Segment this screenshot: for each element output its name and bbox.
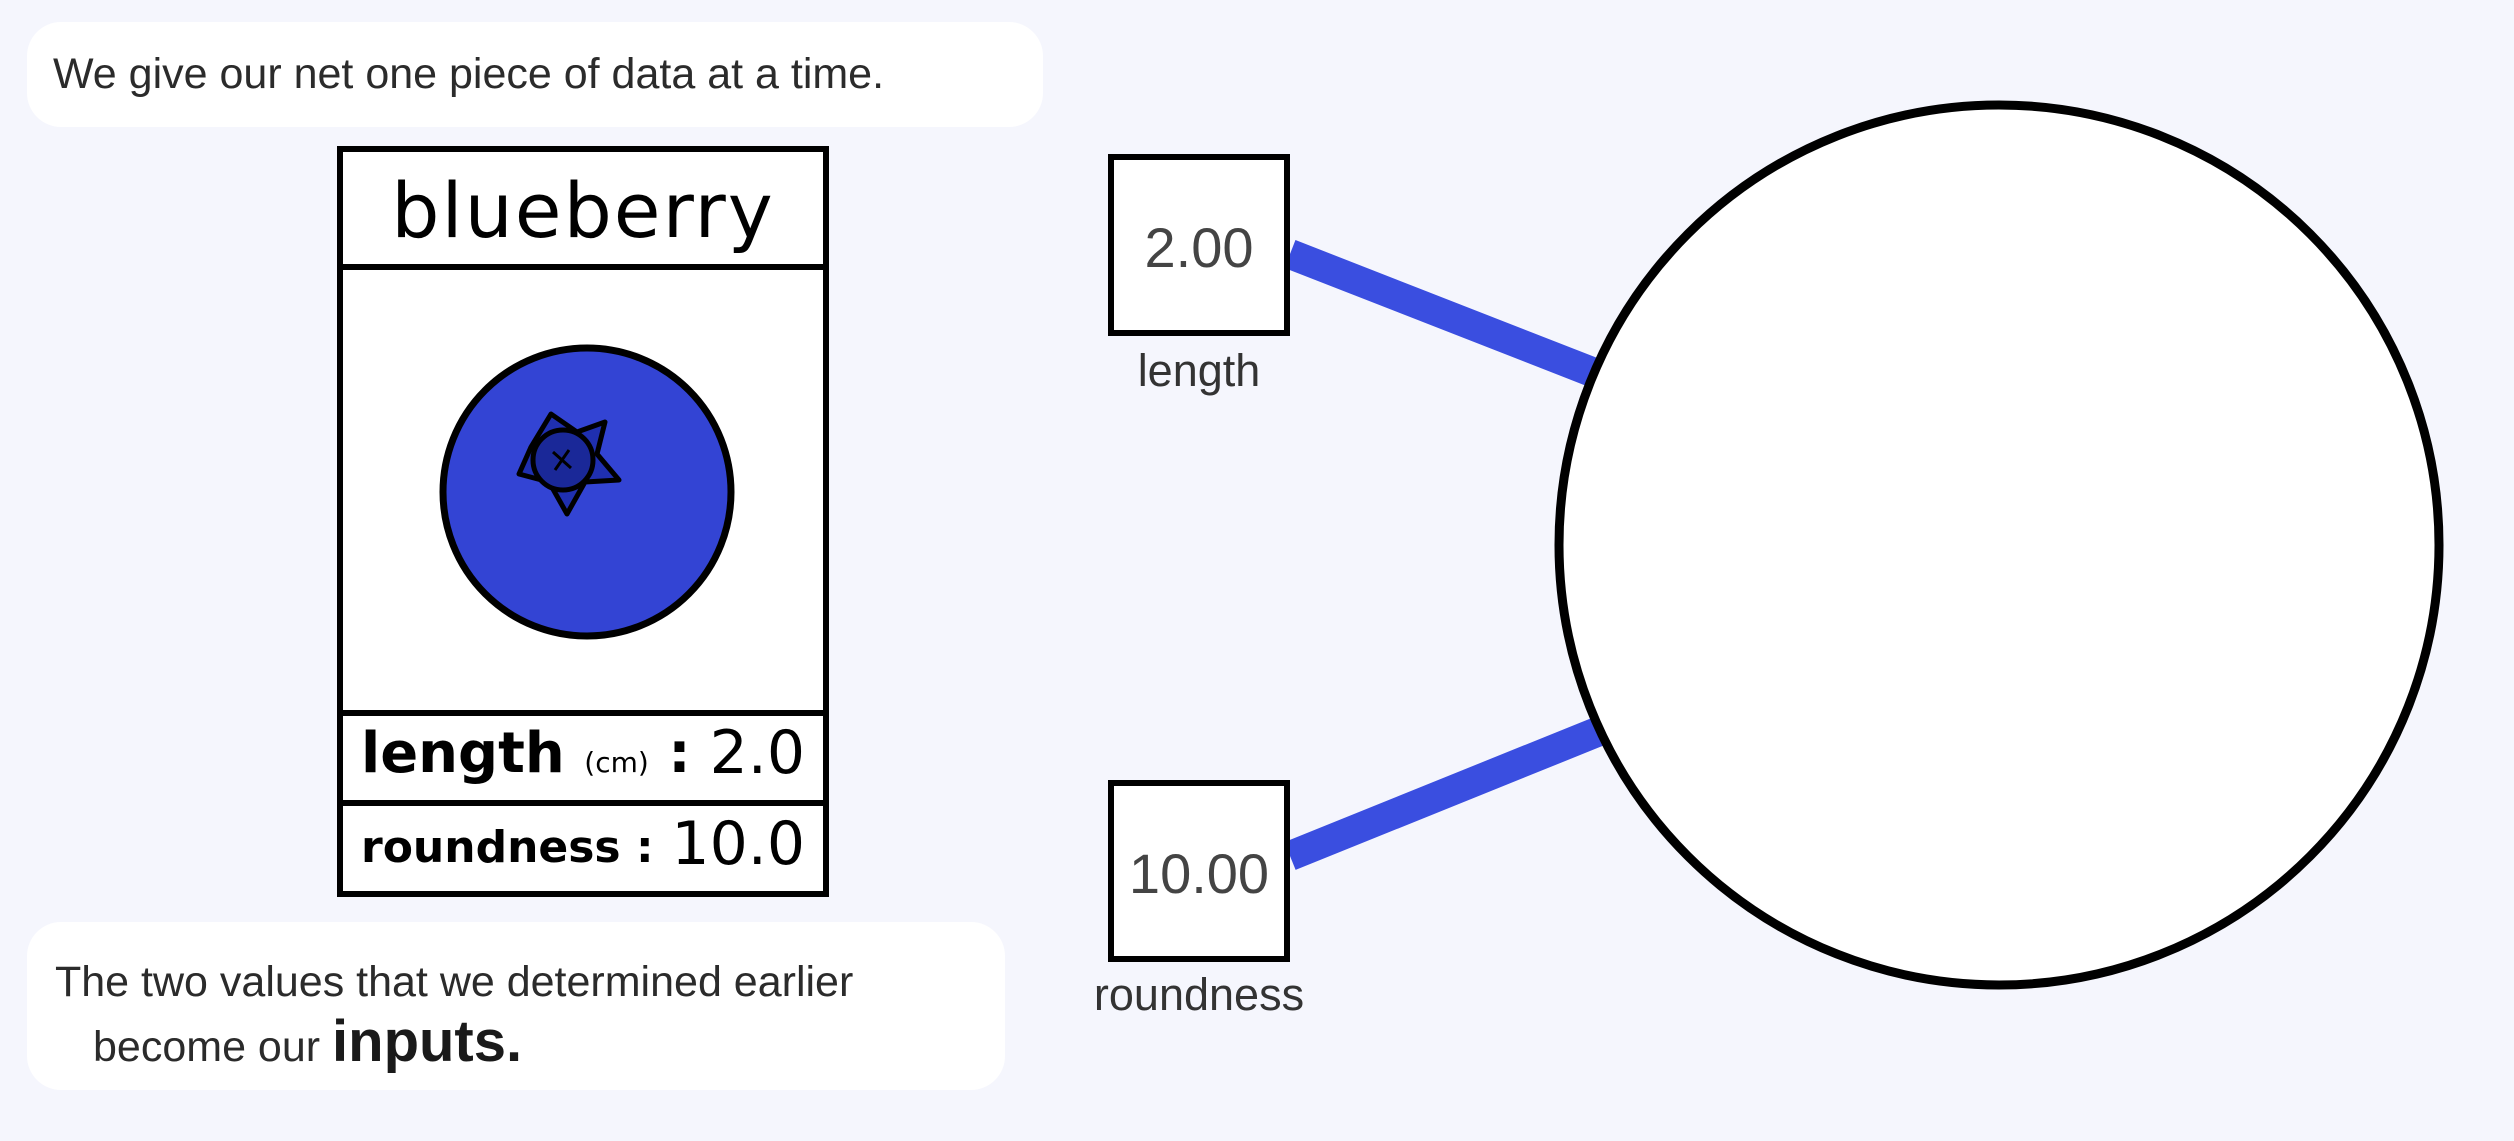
input-roundness-label: roundness xyxy=(1093,969,1305,1020)
input-length-box: 2.00 xyxy=(1108,154,1290,336)
blueberry-body xyxy=(439,344,735,640)
input-roundness-value: 10.00 xyxy=(1128,842,1270,905)
input-roundness-box: 10.00 xyxy=(1108,780,1290,962)
intro-text: We give our net one piece of data at a t… xyxy=(53,50,885,98)
card-length-row: length (cm) : 2.0 xyxy=(343,710,823,800)
blueberry-illustration xyxy=(439,344,735,640)
card-roundness-row: roundness : 10.0 xyxy=(343,800,823,891)
neuron-node xyxy=(1554,100,2444,990)
input-length-label: length xyxy=(1137,345,1261,396)
card-roundness-value: 10.0 xyxy=(671,809,805,879)
card-length-label: length xyxy=(361,721,565,786)
connection-roundness xyxy=(1284,716,1608,870)
card-length-value: 2.0 xyxy=(709,718,805,788)
card-roundness-label: roundness xyxy=(361,822,621,873)
fruit-card: blueberry length (cm) : 2.0 roundness : … xyxy=(337,146,829,897)
caption-line1: The two values that we determined earlie… xyxy=(55,958,854,1006)
card-length-colon: : xyxy=(668,721,691,786)
caption-inputs-word: inputs. xyxy=(332,1009,523,1074)
card-length-unit: (cm) xyxy=(584,746,649,779)
input-length-value: 2.00 xyxy=(1144,216,1254,279)
caption-line2-prefix: become our xyxy=(93,1023,333,1071)
caption-bubble: The two values that we determined earlie… xyxy=(27,922,1005,1090)
connection-length xyxy=(1284,240,1598,386)
card-roundness-colon: : xyxy=(635,822,654,873)
intro-bubble: We give our net one piece of data at a t… xyxy=(27,22,1043,127)
fruit-name: blueberry xyxy=(343,152,823,270)
